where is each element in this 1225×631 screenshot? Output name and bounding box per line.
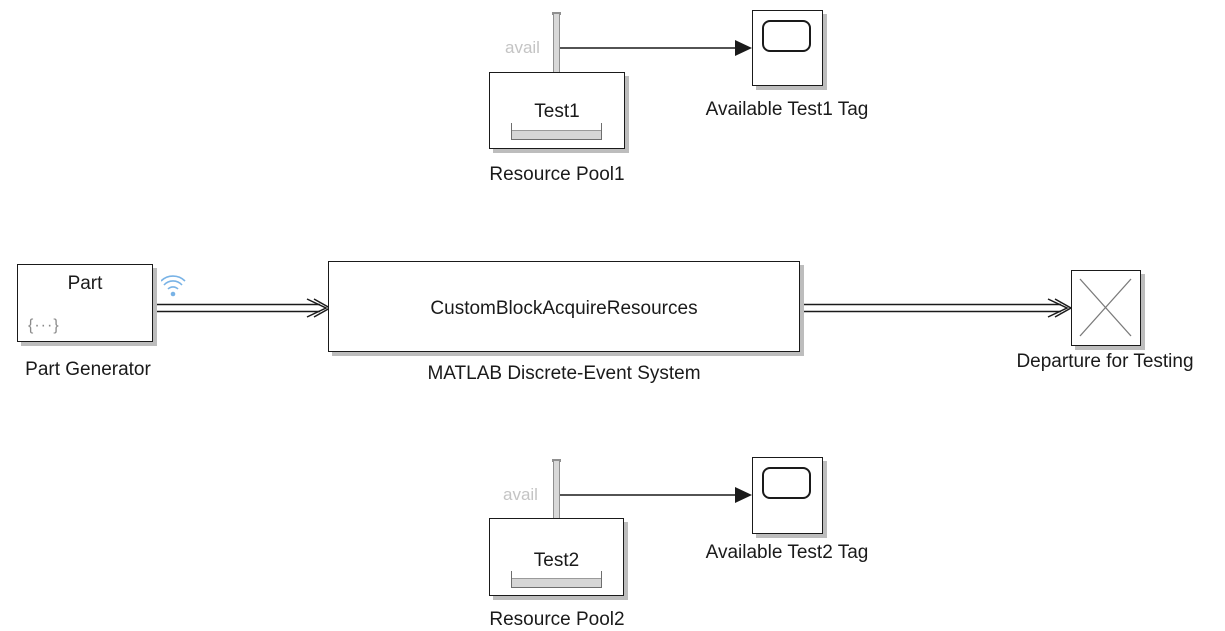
terminator-block[interactable] — [1071, 270, 1141, 346]
entity-type-label: Part — [67, 273, 103, 294]
x-icon — [1079, 278, 1132, 337]
terminator-label[interactable]: Departure for Testing — [1016, 351, 1194, 372]
avail-port-label: avail — [503, 485, 538, 504]
broadcast-icon — [161, 275, 186, 297]
resource-name-test2: Test2 — [533, 550, 580, 571]
pool-level-icon — [511, 571, 602, 588]
resource-name-test1: Test1 — [534, 101, 580, 122]
des-system-block[interactable]: CustomBlockAcquireResources — [328, 261, 800, 352]
avail-port-cap-icon — [552, 12, 561, 15]
pool-level-icon — [511, 123, 602, 140]
resource-pool-1-label[interactable]: Resource Pool1 — [489, 164, 625, 185]
avail-port-stem-icon — [553, 461, 560, 518]
part-generator-block[interactable]: Part {···} — [17, 264, 153, 342]
code-braces-icon: {···} — [28, 317, 60, 334]
scope-2-label[interactable]: Available Test2 Tag — [705, 542, 869, 563]
scope-1-block[interactable] — [752, 10, 823, 86]
avail-port-cap-icon — [552, 459, 561, 462]
scope-2-block[interactable] — [752, 457, 823, 534]
resource-pool-2-block[interactable]: Test2 — [489, 518, 624, 596]
des-system-label[interactable]: MATLAB Discrete-Event System — [427, 363, 701, 384]
des-class-name: CustomBlockAcquireResources — [430, 298, 698, 319]
avail-port-label: avail — [505, 38, 540, 57]
scope-screen-icon — [762, 467, 811, 499]
scope-1-label[interactable]: Available Test1 Tag — [705, 99, 869, 120]
scope-screen-icon — [762, 20, 811, 52]
resource-pool-1-block[interactable]: Test1 — [489, 72, 625, 149]
arrowhead-scope2 — [735, 487, 752, 503]
entity-line-des-to-terminator[interactable] — [801, 298, 1073, 318]
avail-port-stem-icon — [553, 14, 560, 72]
arrowhead-scope1 — [735, 40, 752, 56]
part-generator-label[interactable]: Part Generator — [25, 359, 151, 380]
resource-pool-2-label[interactable]: Resource Pool2 — [489, 609, 625, 630]
entity-line-generator-to-des[interactable] — [153, 298, 332, 318]
